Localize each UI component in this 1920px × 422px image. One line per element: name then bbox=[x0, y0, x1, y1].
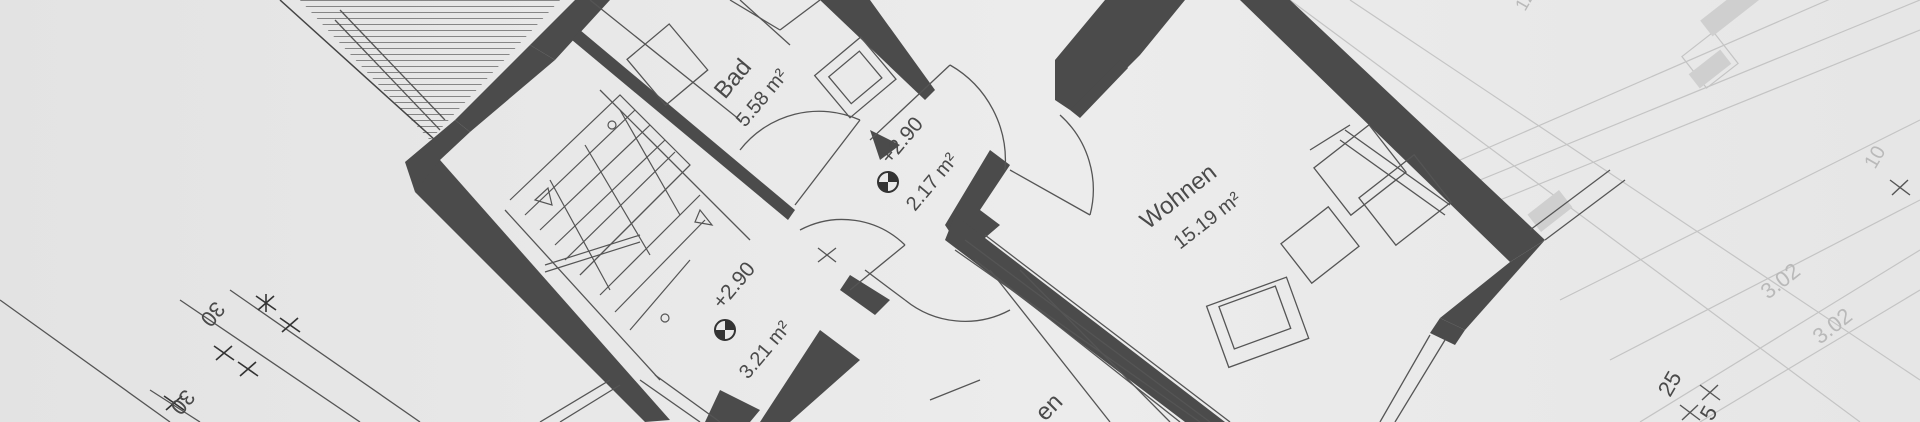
plan-lines bbox=[334, 0, 1626, 422]
balcony-hatch bbox=[279, 0, 560, 141]
dimension-lines-left bbox=[0, 289, 421, 422]
faint-wall-stubs bbox=[1527, 0, 1760, 232]
faint-plan-lines bbox=[1289, 0, 1920, 422]
dimension-ticks-left bbox=[163, 294, 301, 411]
dimension-ticks-right bbox=[1679, 179, 1911, 421]
stairs bbox=[509, 94, 714, 331]
walls bbox=[405, 0, 1545, 422]
level-markers bbox=[714, 171, 899, 341]
